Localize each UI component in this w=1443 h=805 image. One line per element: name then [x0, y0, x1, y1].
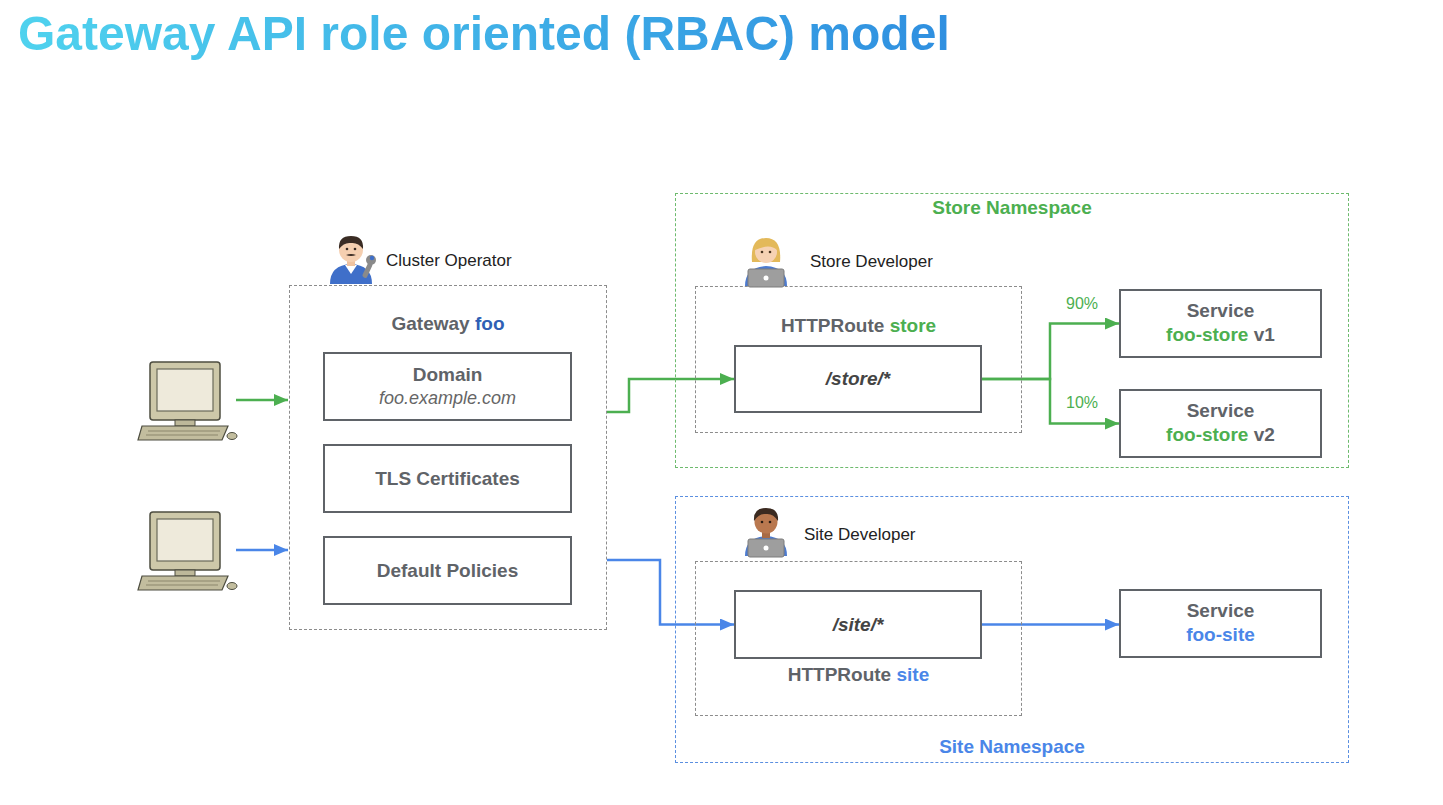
role-label: Store Developer	[810, 252, 933, 272]
text-line: Default Policies	[325, 558, 570, 583]
connector-arrow	[982, 324, 1119, 380]
box-label: v1	[1254, 324, 1275, 349]
service-box: Servicefoo-site	[1119, 589, 1322, 658]
box-label: Domain	[413, 362, 483, 387]
box-label: /store/*	[826, 367, 890, 392]
box-label: Default Policies	[377, 558, 519, 583]
connector-arrow	[982, 623, 1119, 626]
developer-icon	[745, 508, 787, 557]
text-line: Store Namespace	[676, 196, 1348, 221]
connector-arrow	[607, 379, 734, 412]
box-text: Servicefoo-site	[1121, 599, 1320, 648]
box-label: foo	[475, 312, 505, 337]
text-line: HTTPRoutesite	[696, 663, 1021, 688]
computer-icon	[138, 512, 237, 590]
box-text: Default Policies	[325, 558, 570, 583]
path-box: /site/*	[734, 590, 982, 659]
text-line: /site/*	[736, 612, 980, 637]
box-label: foo-site	[1186, 624, 1255, 649]
connector-arrow	[607, 560, 734, 625]
box-text: HTTPRoutestore	[696, 314, 1021, 339]
role-label: Site Developer	[804, 525, 916, 545]
config-box: Domainfoo.example.com	[323, 352, 572, 421]
box-text: Site Namespace	[676, 735, 1348, 760]
service-box: Servicefoo-storev2	[1119, 389, 1322, 458]
text-line: Service	[1121, 299, 1320, 324]
title: Gateway API role oriented (RBAC) model	[18, 6, 950, 61]
box-label: TLS Certificates	[375, 466, 520, 491]
box-label: Service	[1187, 599, 1255, 624]
namespace-region: Store NamespaceStore DeveloperHTTPRoutes…	[675, 193, 1349, 468]
box-label: Store Namespace	[932, 196, 1091, 221]
text-line: Service	[1121, 399, 1320, 424]
route-box: Site DeveloperHTTPRoutesite/site/*	[695, 561, 1022, 716]
box-label: /site/*	[833, 612, 884, 637]
gateway-box: Cluster OperatorGatewayfooDomainfoo.exam…	[289, 285, 607, 630]
box-label: store	[890, 314, 936, 339]
box-label: foo.example.com	[379, 387, 516, 410]
config-box: TLS Certificates	[323, 444, 572, 513]
service-box: Servicefoo-storev1	[1119, 289, 1322, 358]
operator-icon	[330, 236, 376, 284]
box-label: HTTPRoute	[788, 663, 891, 688]
route-box: Store DeveloperHTTPRoutestore/store/*	[695, 286, 1022, 433]
computer-icon	[138, 362, 237, 440]
text-line: HTTPRoutestore	[696, 314, 1021, 339]
text-line: Service	[1121, 599, 1320, 624]
namespace-region: Site NamespaceSite DeveloperHTTPRoutesit…	[675, 496, 1349, 763]
client-arrow	[236, 399, 288, 402]
split-percent: 10%	[1063, 394, 1101, 412]
text-line: foo-site	[1121, 624, 1320, 649]
box-text: Servicefoo-storev1	[1121, 299, 1320, 348]
text-line: Gatewayfoo	[290, 312, 606, 337]
box-label: Service	[1187, 399, 1255, 424]
text-line: foo-storev2	[1121, 424, 1320, 449]
box-text: Store Namespace	[676, 196, 1348, 221]
box-text: Servicefoo-storev2	[1121, 399, 1320, 448]
box-text: /site/*	[736, 612, 980, 637]
box-label: HTTPRoute	[781, 314, 884, 339]
box-text: TLS Certificates	[325, 466, 570, 491]
text-line: /store/*	[736, 367, 980, 392]
role-label: Cluster Operator	[386, 251, 512, 271]
box-label: site	[897, 663, 930, 688]
text-line: TLS Certificates	[325, 466, 570, 491]
client-arrow	[236, 549, 288, 552]
box-label: Service	[1187, 299, 1255, 324]
path-box: /store/*	[734, 345, 982, 413]
text-line: foo.example.com	[325, 387, 570, 410]
split-percent: 90%	[1063, 295, 1101, 313]
text-line: Site Namespace	[676, 735, 1348, 760]
text-line: Domain	[325, 362, 570, 387]
box-text: Domainfoo.example.com	[325, 362, 570, 410]
box-text: HTTPRoutesite	[696, 663, 1021, 688]
text-line: foo-storev1	[1121, 324, 1320, 349]
box-label: Site Namespace	[939, 735, 1085, 760]
box-text: /store/*	[736, 367, 980, 392]
box-text: Gatewayfoo	[290, 312, 606, 337]
box-label: Gateway	[391, 312, 469, 337]
connector-arrow	[982, 379, 1119, 424]
box-label: foo-store	[1166, 424, 1248, 449]
box-label: foo-store	[1166, 324, 1248, 349]
developer-icon	[745, 238, 787, 287]
box-label: v2	[1254, 424, 1275, 449]
config-box: Default Policies	[323, 536, 572, 605]
